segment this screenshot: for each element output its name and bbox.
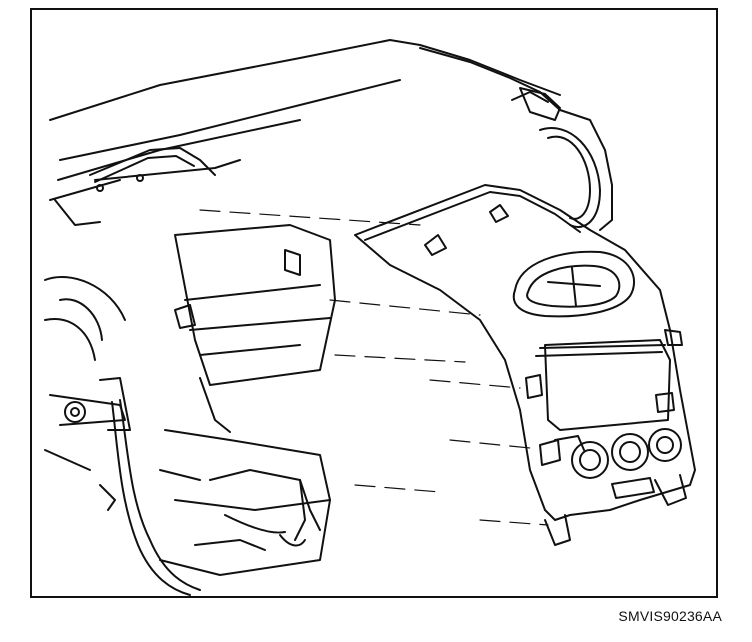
alignment-lines bbox=[199, 209, 549, 526]
lower-console-frame bbox=[159, 429, 331, 576]
instrument-panel-top bbox=[49, 39, 561, 201]
center-bezel bbox=[354, 184, 696, 546]
dash-right-shell bbox=[419, 47, 613, 231]
defroster-vent bbox=[54, 147, 216, 226]
radio-unit bbox=[174, 224, 336, 433]
figure-id-label: SMVIS90236AA bbox=[618, 608, 722, 624]
steering-column-area bbox=[44, 275, 131, 471]
wiring-harness bbox=[99, 399, 321, 596]
